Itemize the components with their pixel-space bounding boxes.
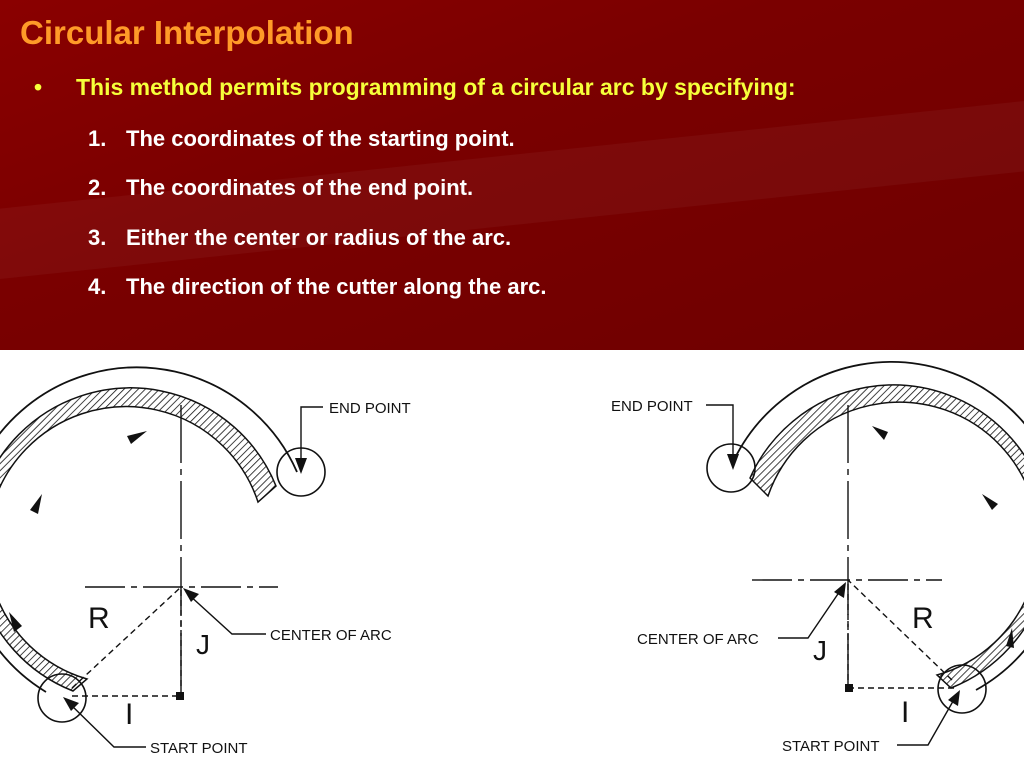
left-start-point-label: START POINT — [150, 740, 248, 757]
list-item-text: The coordinates of the starting point. — [126, 126, 515, 151]
right-radius-line — [847, 579, 953, 681]
left-end-point-leader — [300, 406, 323, 470]
left-i-arrow — [176, 692, 184, 700]
right-r-label: R — [912, 602, 934, 635]
right-center-leader — [778, 587, 843, 639]
right-path-arrow — [982, 494, 998, 510]
list-item-text: The direction of the cutter along the ar… — [126, 274, 547, 299]
list-item-number: 1. — [88, 126, 107, 151]
left-center-arrow — [183, 588, 199, 602]
left-start-point-arrow — [63, 697, 79, 711]
right-i-arrow — [845, 684, 853, 692]
right-end-point-arrow — [727, 454, 739, 470]
list-item-number: 3. — [88, 225, 107, 250]
right-center-label: CENTER OF ARC — [637, 631, 759, 648]
right-end-point-circle — [706, 443, 756, 493]
bullet-icon: • — [34, 74, 43, 100]
left-path-arrow — [30, 494, 42, 514]
list-item: 1. The coordinates of the starting point. — [88, 126, 515, 152]
list-item: 3. Either the center or radius of the arc… — [88, 225, 511, 251]
circular-interpolation-diagrams: END POINT CENTER OF ARC START POINT R J … — [0, 361, 1024, 757]
list-item: 2. The coordinates of the end point. — [88, 175, 473, 201]
left-start-point-leader — [67, 701, 146, 748]
diagram-area: END POINT CENTER OF ARC START POINT R J … — [0, 350, 1024, 768]
right-start-point-leader — [897, 695, 957, 746]
right-center-arrow — [834, 582, 846, 598]
left-radius-line — [71, 586, 182, 689]
list-item: 4. The direction of the cutter along the … — [88, 274, 547, 300]
lead-text: This method permits programming of a cir… — [76, 74, 796, 100]
right-diagram: END POINT CENTER OF ARC START POINT R J … — [611, 361, 1024, 755]
left-center-leader — [187, 593, 266, 635]
left-diagram: END POINT CENTER OF ARC START POINT R J … — [0, 366, 411, 757]
left-start-point-circle — [37, 673, 87, 723]
right-tool-path — [733, 361, 1024, 691]
right-start-point-arrow — [948, 690, 960, 706]
list-item-text: Either the center or radius of the arc. — [126, 225, 512, 250]
right-path-arrow — [872, 426, 888, 440]
list-item-number: 4. — [88, 274, 107, 299]
right-end-point-label: END POINT — [611, 398, 693, 415]
left-tool-path — [0, 366, 298, 693]
list-item-text: The coordinates of the end point. — [126, 175, 474, 200]
lead-bullet: • This method permits programming of a ci… — [34, 74, 796, 101]
left-center-label: CENTER OF ARC — [270, 627, 392, 644]
left-end-point-label: END POINT — [329, 400, 411, 417]
right-end-point-leader — [706, 404, 734, 466]
slide-title: Circular Interpolation — [20, 14, 354, 51]
left-end-point-arrow — [295, 458, 307, 474]
left-path-arrow — [127, 431, 147, 444]
right-j-label: J — [813, 635, 827, 666]
left-hatched-workpiece — [0, 387, 277, 692]
right-path-arrow — [1006, 628, 1014, 648]
right-hatched-workpiece — [749, 384, 1024, 689]
slide-header-area: Circular Interpolation • This method perm… — [0, 0, 1024, 350]
right-i-label: I — [901, 696, 909, 729]
right-start-point-circle — [937, 664, 987, 714]
left-i-label: I — [125, 698, 133, 731]
left-r-label: R — [88, 602, 110, 635]
right-start-point-label: START POINT — [782, 738, 880, 755]
left-path-arrow — [9, 612, 22, 632]
list-item-number: 2. — [88, 175, 107, 200]
left-j-label: J — [196, 629, 210, 660]
